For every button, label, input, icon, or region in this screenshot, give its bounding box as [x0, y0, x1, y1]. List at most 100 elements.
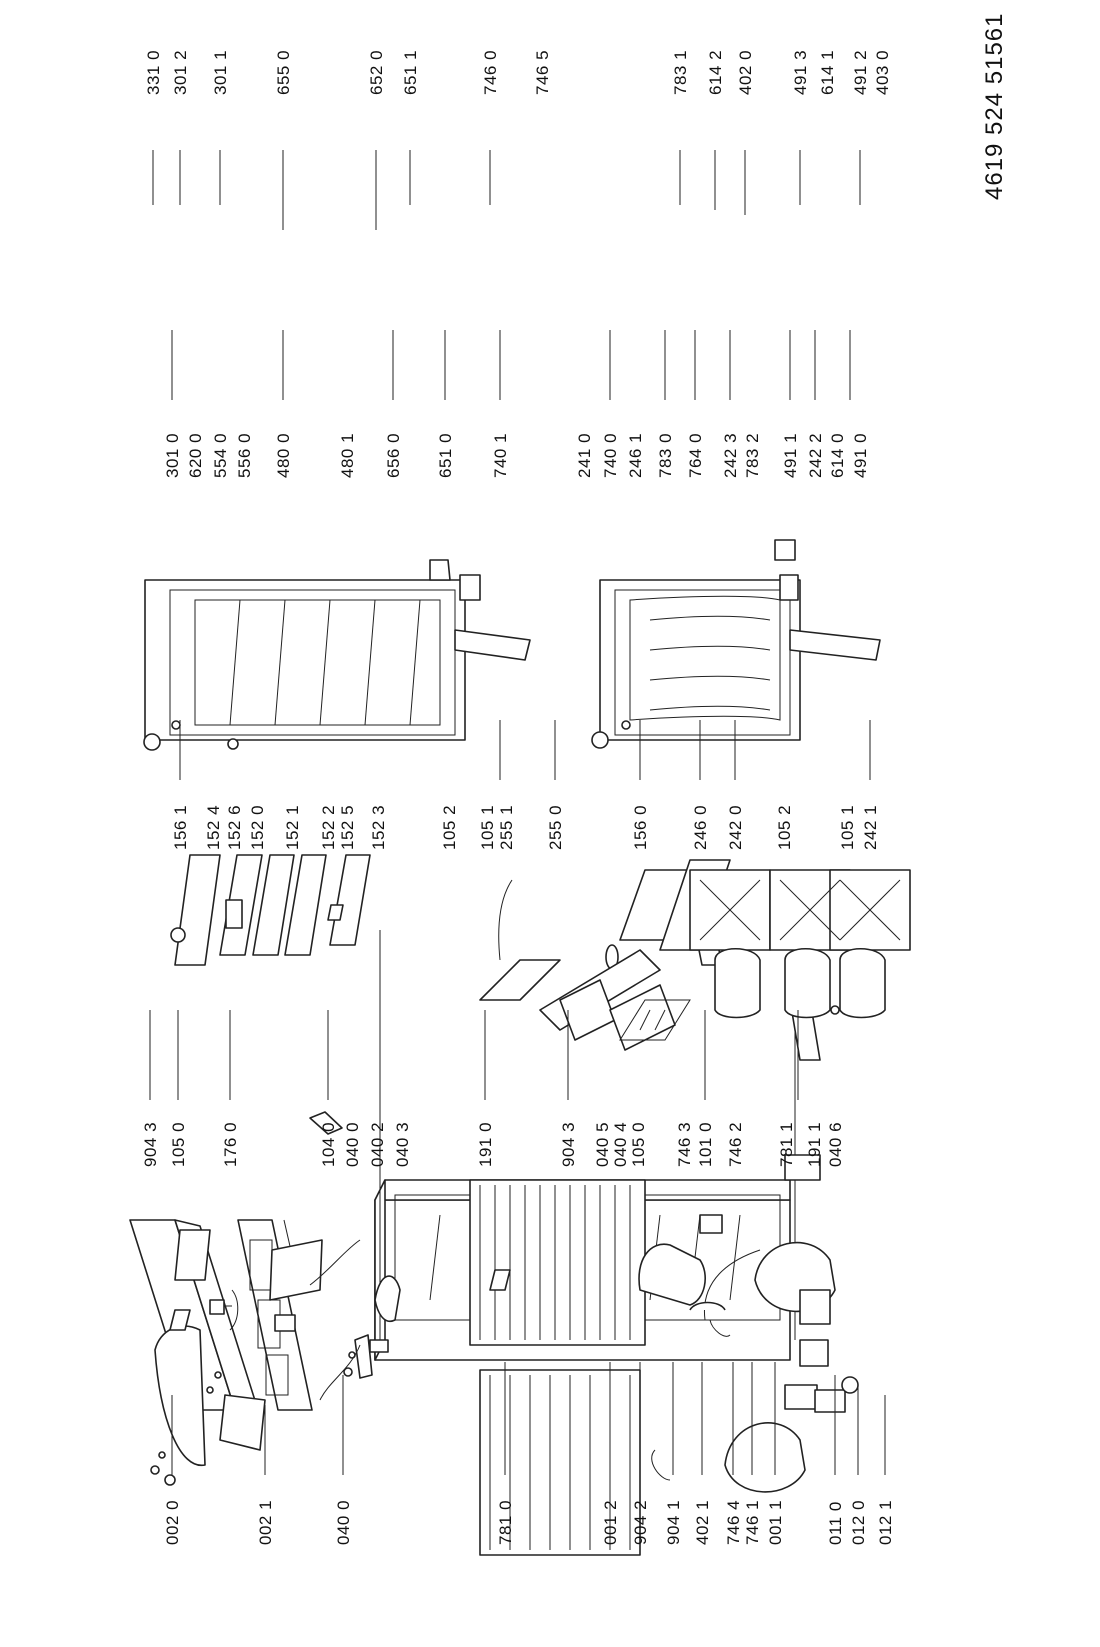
part-label: 746 3	[675, 1122, 694, 1167]
part-label: 746 2	[726, 1122, 745, 1167]
part-label: 402 1	[693, 1500, 712, 1545]
part-label: 242 3	[721, 433, 740, 478]
part-label: 105 2	[440, 805, 459, 850]
part-label: 652 0	[367, 50, 386, 95]
evaporator-condenser-drawing	[469, 1179, 646, 1556]
part-label: 904 3	[141, 1122, 160, 1167]
part-label: 656 0	[384, 433, 403, 478]
part-label: 152 6	[225, 805, 244, 850]
document-code: 4619 524 51561	[981, 12, 1008, 200]
part-label: 301 0	[163, 433, 182, 478]
part-label: 651 1	[401, 50, 420, 95]
part-label: 403 0	[873, 50, 892, 95]
part-label: 783 0	[656, 433, 675, 478]
part-label: 491 2	[851, 50, 870, 95]
part-label: 105 2	[775, 805, 794, 850]
hinge-drawing	[309, 1111, 373, 1379]
label-column-2: 156 1 152 4 152 6 152 0 152 1 152 2 152 …	[171, 805, 880, 850]
part-label: 246 1	[626, 433, 645, 478]
part-label: 040 6	[826, 1122, 845, 1167]
part-label: 040 2	[368, 1122, 387, 1167]
part-label: 104 0	[319, 1122, 338, 1167]
part-label: 480 0	[274, 433, 293, 478]
part-label: 740 1	[491, 433, 510, 478]
part-label: 152 1	[283, 805, 302, 850]
part-label: 152 3	[369, 805, 388, 850]
label-column-4: 331 0 301 2 301 1 655 0 652 0 651 1 746 …	[144, 50, 892, 95]
part-label: 781 0	[496, 1500, 515, 1545]
part-label: 614 0	[828, 433, 847, 478]
part-drawings	[129, 539, 911, 1556]
shelves-crisper-drawing	[479, 859, 731, 1051]
part-label: 614 2	[706, 50, 725, 95]
part-label: 241 0	[575, 433, 594, 478]
part-label: 480 1	[338, 433, 357, 478]
part-label: 101 0	[696, 1122, 715, 1167]
freezer-door-drawing	[143, 559, 531, 751]
part-label: 012 0	[849, 1500, 868, 1545]
part-label: 040 4	[611, 1122, 630, 1167]
part-label: 001 2	[601, 1500, 620, 1545]
control-housing-drawing	[150, 1309, 266, 1486]
part-label: 012 1	[876, 1500, 895, 1545]
part-label: 904 3	[559, 1122, 578, 1167]
part-label: 152 0	[248, 805, 267, 850]
part-label: 011 0	[826, 1501, 845, 1545]
part-label: 242 1	[861, 805, 880, 850]
compressor-drawing	[638, 1154, 859, 1493]
part-label: 255 1	[497, 805, 516, 850]
part-label: 491 3	[791, 50, 810, 95]
part-labels: 002 0 002 1 040 0 781 0 001 2 904 2 904 …	[141, 12, 1008, 1545]
part-label: 040 0	[343, 1122, 362, 1167]
part-label: 491 0	[851, 433, 870, 478]
part-label: 764 0	[686, 433, 705, 478]
part-label: 783 2	[743, 433, 762, 478]
part-label: 554 0	[211, 433, 230, 478]
wiring-drawing	[174, 1229, 401, 1401]
part-label: 191 1	[805, 1122, 824, 1167]
part-label: 105 1	[478, 805, 497, 850]
label-column-0: 002 0 002 1 040 0 781 0 001 2 904 2 904 …	[163, 1500, 895, 1545]
part-label: 746 5	[533, 50, 552, 95]
part-label: 176 0	[221, 1122, 240, 1167]
part-label: 651 0	[436, 433, 455, 478]
part-label: 040 3	[393, 1122, 412, 1167]
part-label: 556 0	[235, 433, 254, 478]
part-label: 242 2	[806, 433, 825, 478]
part-label: 152 4	[204, 805, 223, 850]
part-label: 740 0	[601, 433, 620, 478]
part-label: 105 1	[838, 805, 857, 850]
part-label: 781 1	[777, 1122, 796, 1167]
part-label: 904 2	[631, 1500, 650, 1545]
part-label: 746 0	[481, 50, 500, 95]
part-label: 242 0	[726, 805, 745, 850]
door-shelves-drawing	[170, 854, 371, 966]
part-label: 191 0	[476, 1122, 495, 1167]
part-label: 904 1	[664, 1500, 683, 1545]
fridge-door-drawing	[591, 539, 881, 749]
part-label: 002 0	[163, 1500, 182, 1545]
part-label: 002 1	[256, 1500, 275, 1545]
freezer-baskets-drawing	[689, 869, 911, 1019]
part-label: 746 1	[743, 1500, 762, 1545]
part-label: 746 4	[724, 1500, 743, 1545]
part-label: 105 0	[629, 1122, 648, 1167]
part-label: 655 0	[274, 50, 293, 95]
leader-lines	[149, 150, 886, 1475]
part-label: 301 2	[171, 50, 190, 95]
part-label: 783 1	[671, 50, 690, 95]
part-label: 620 0	[186, 433, 205, 478]
part-label: 156 1	[171, 805, 190, 850]
part-label: 331 0	[144, 50, 163, 95]
label-column-1: 904 3 105 0 176 0 104 0 040 0 040 2 040 …	[141, 1122, 845, 1167]
part-label: 246 0	[691, 805, 710, 850]
label-column-3: 301 0 620 0 554 0 556 0 480 0 480 1 656 …	[163, 433, 870, 478]
part-label: 614 1	[818, 50, 837, 95]
part-label: 255 0	[546, 805, 565, 850]
part-label: 402 0	[736, 50, 755, 95]
part-label: 105 0	[169, 1122, 188, 1167]
part-label: 152 5	[338, 805, 357, 850]
part-label: 301 1	[211, 50, 230, 95]
part-label: 001 1	[766, 1500, 785, 1545]
